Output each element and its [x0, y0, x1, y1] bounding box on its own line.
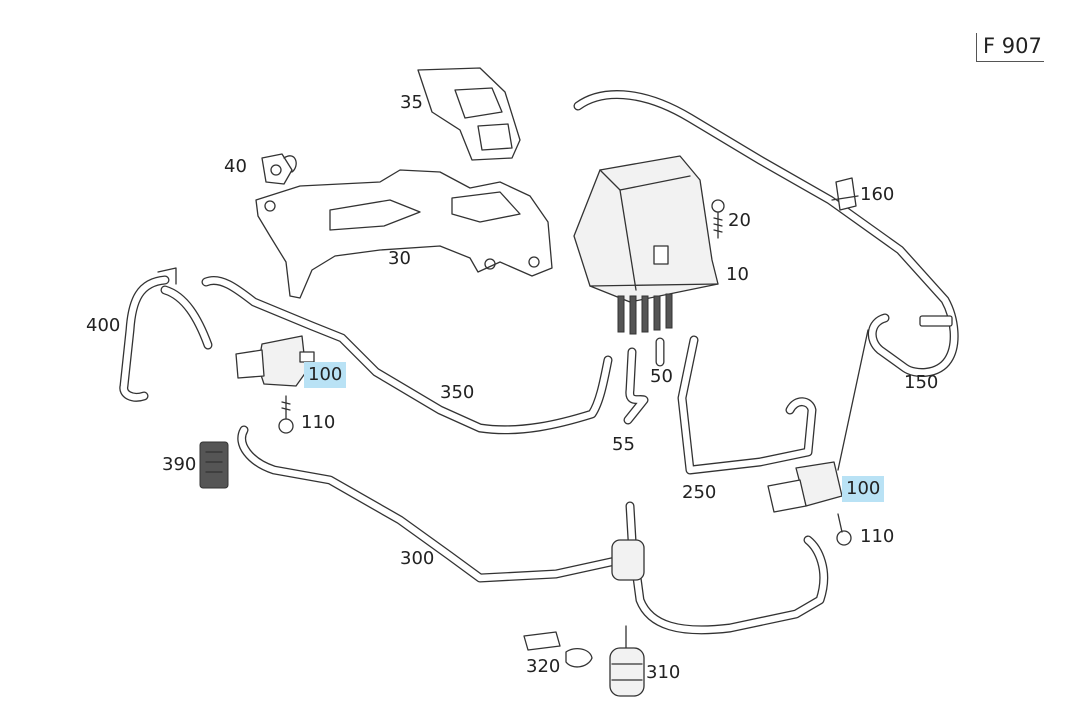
connector-pins — [617, 293, 673, 335]
screw-110-left — [278, 395, 294, 434]
hose-160-150 — [573, 90, 959, 377]
callout-320[interactable]: 320 — [526, 656, 561, 677]
clip-160 — [831, 177, 859, 211]
hose-350 — [201, 276, 613, 435]
callout-40[interactable]: 40 — [224, 156, 247, 177]
callout-100-right[interactable]: 100 — [842, 476, 885, 502]
valve-100-left — [235, 335, 315, 387]
clip-320 — [523, 631, 593, 668]
callout-35[interactable]: 35 — [400, 92, 423, 113]
connector-390 — [199, 441, 229, 489]
bracket-30 — [255, 169, 553, 299]
hose-55 — [623, 347, 649, 425]
callout-150[interactable]: 150 — [904, 372, 939, 393]
callout-400[interactable]: 400 — [86, 315, 121, 336]
callout-20[interactable]: 20 — [728, 210, 751, 231]
hose-300 — [237, 425, 625, 583]
callout-110-left[interactable]: 110 — [301, 412, 336, 433]
callout-250[interactable]: 250 — [682, 482, 717, 503]
callout-100-left[interactable]: 100 — [304, 362, 347, 388]
control-unit-10 — [573, 155, 719, 335]
screw-110-right — [836, 513, 852, 546]
valve-100-right — [767, 329, 869, 513]
callout-350[interactable]: 350 — [440, 382, 475, 403]
callout-50[interactable]: 50 — [650, 366, 673, 387]
filter-hose-lower — [611, 501, 829, 635]
callout-30[interactable]: 30 — [388, 248, 411, 269]
filter-310 — [609, 625, 645, 697]
callout-10[interactable]: 10 — [726, 264, 749, 285]
callout-310[interactable]: 310 — [646, 662, 681, 683]
callout-160[interactable]: 160 — [860, 184, 895, 205]
hose-400 — [119, 267, 213, 402]
clamp-40 — [261, 153, 297, 185]
bracket-35 — [417, 67, 521, 161]
hose-250 — [677, 335, 817, 475]
callout-55[interactable]: 55 — [612, 434, 635, 455]
screw-20 — [711, 199, 725, 239]
callout-390[interactable]: 390 — [162, 454, 197, 475]
callout-300[interactable]: 300 — [400, 548, 435, 569]
callout-110-right[interactable]: 110 — [860, 526, 895, 547]
figure-reference: F 907 — [976, 33, 1044, 62]
